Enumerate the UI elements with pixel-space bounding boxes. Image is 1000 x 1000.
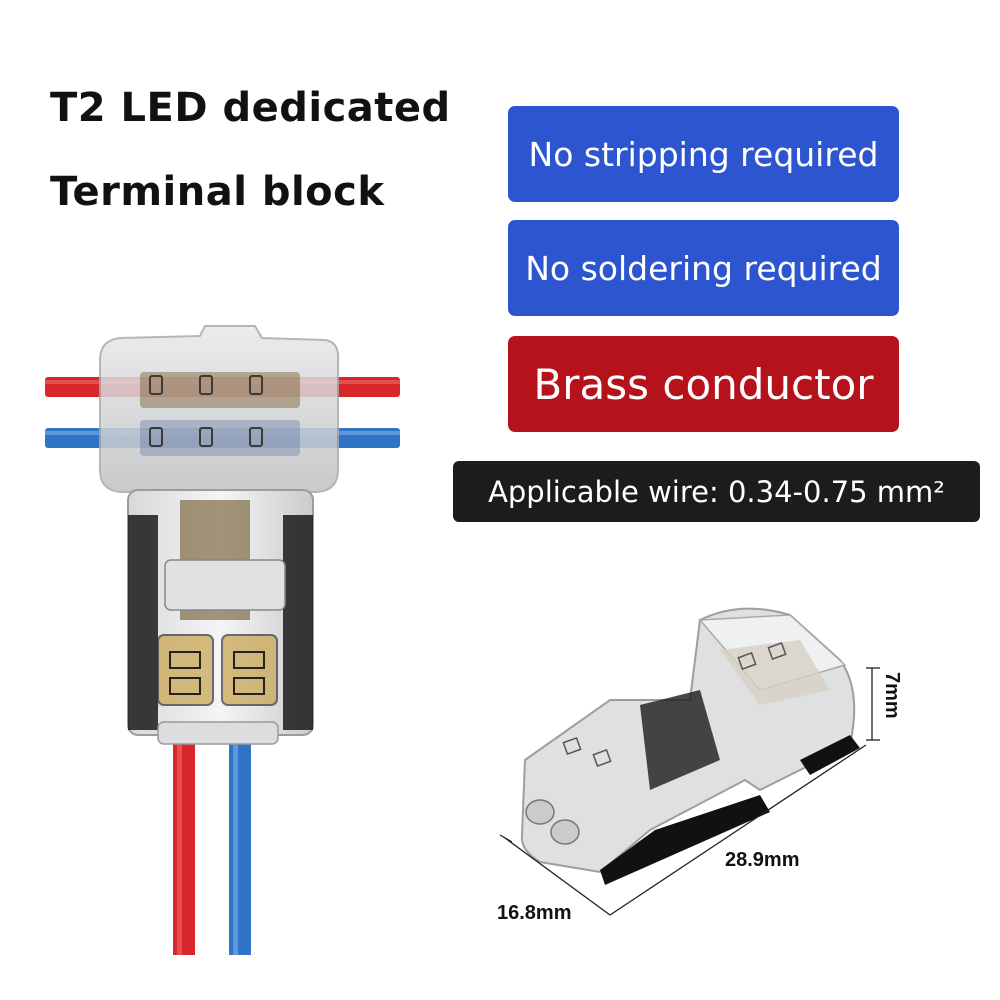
title-line-1: T2 LED dedicated	[50, 85, 451, 131]
length-dimension-label: 28.9mm	[725, 849, 800, 871]
applicable-wire-badge: Applicable wire: 0.34-0.75 mm²	[453, 461, 980, 522]
brass-conductor-badge: Brass conductor	[508, 336, 899, 432]
no-soldering-badge: No soldering required	[508, 220, 899, 316]
connector-top-housing	[99, 325, 340, 493]
no-stripping-badge: No stripping required	[508, 106, 899, 202]
height-dimension-label: 7mm	[881, 672, 903, 719]
vertical-wires	[173, 740, 251, 955]
title-line-2: Terminal block	[50, 169, 385, 215]
width-dimension-label: 16.8mm	[497, 902, 572, 924]
small-connector-illustration	[520, 607, 860, 885]
dimension-lines	[499, 667, 880, 916]
connector-lower-body	[127, 489, 314, 745]
